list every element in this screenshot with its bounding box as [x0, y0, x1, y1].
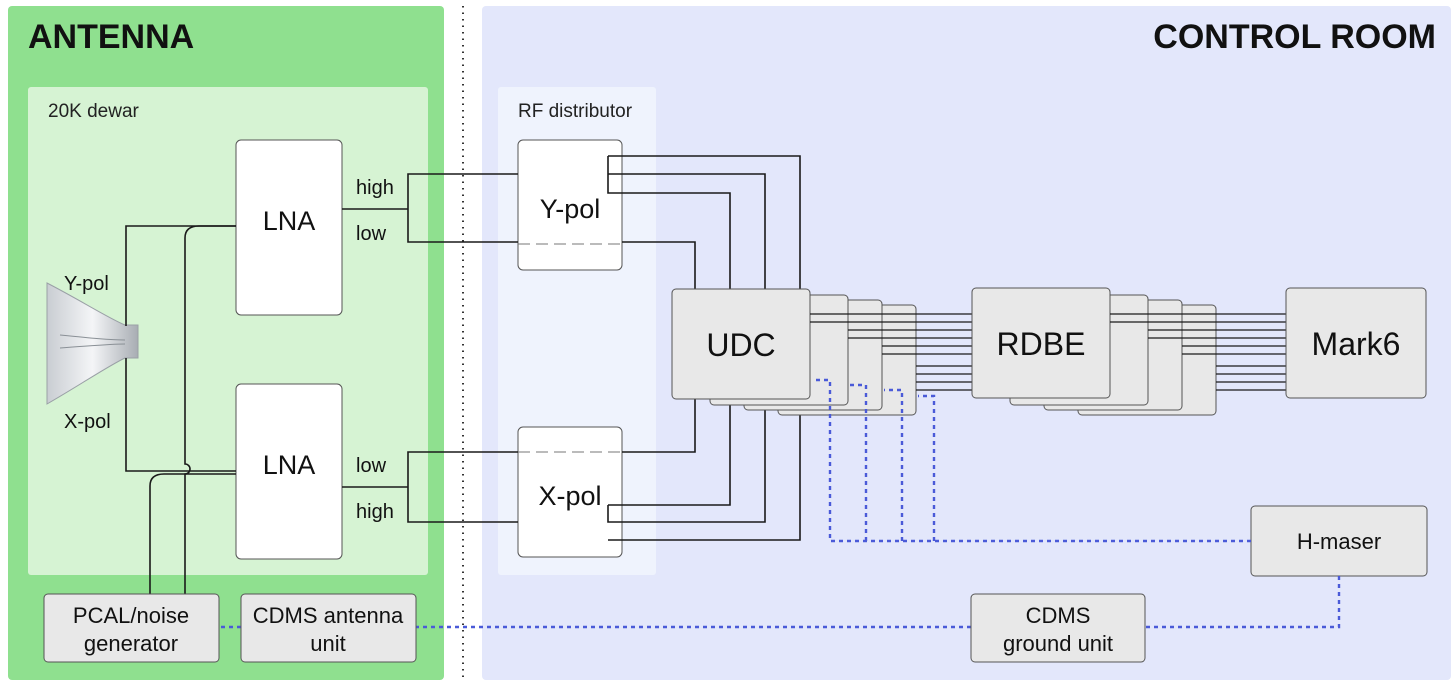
xpol-out-wire-3	[607, 398, 766, 523]
cdms-antenna-box	[240, 593, 417, 663]
lna-bottom-high-label: high	[356, 501, 394, 523]
udc-to-rdbe-bus	[810, 313, 972, 391]
mark6-box	[1285, 287, 1427, 399]
rf-xpol-label: X-pol	[538, 481, 601, 511]
antenna-title: ANTENNA	[28, 18, 194, 56]
pcal-to-lna-bottom-wire	[149, 473, 236, 594]
lna-top-label: LNA	[263, 206, 316, 236]
lna-bottom-low-label: low	[356, 455, 387, 477]
horn-to-lna-bottom-wire	[125, 358, 236, 472]
lna-top-output-wire	[342, 173, 518, 243]
rf-distributor-label: RF distributor	[518, 101, 633, 122]
clock-distribution-lines	[219, 378, 1341, 629]
dewar-label: 20K dewar	[48, 101, 140, 122]
ypol-out-wire-3	[608, 173, 766, 290]
pcal-to-lna-top-wire	[184, 225, 236, 594]
pcal-label-line1: PCAL/noise	[73, 603, 189, 628]
rdbe-box	[971, 287, 1111, 399]
rf-xpol-box	[517, 426, 623, 558]
rdbe-label: RDBE	[997, 326, 1086, 362]
cdms-ground-label-line1: CDMS	[1026, 603, 1091, 628]
pcal-box	[43, 593, 220, 663]
udc-box	[671, 288, 811, 400]
rdbe-stack	[971, 287, 1217, 416]
lna-bottom-label: LNA	[263, 450, 316, 480]
rf-ypol-box	[517, 139, 623, 271]
control-room-title: CONTROL ROOM	[1153, 18, 1436, 56]
horn-xpol-label: X-pol	[64, 411, 111, 433]
pcal-label-line2: generator	[84, 631, 178, 656]
rdbe-to-mark6-bus	[1110, 313, 1286, 391]
lna-top-box	[235, 139, 343, 316]
ypol-out-wire-2	[608, 155, 801, 290]
xpol-out-wire-2	[608, 398, 731, 506]
udc-label: UDC	[706, 327, 775, 363]
horn-ypol-label: Y-pol	[64, 273, 109, 295]
rf-ypol-label: Y-pol	[540, 194, 601, 224]
lna-top-high-label: high	[356, 177, 394, 199]
ypol-low-to-udc	[622, 241, 696, 290]
udc-stack	[671, 288, 917, 416]
cdms-antenna-label-line2: unit	[310, 631, 345, 656]
hmaser-label: H-maser	[1297, 529, 1381, 554]
xpol-low-to-udc	[622, 398, 696, 453]
lna-bottom-output-wire	[342, 451, 518, 523]
lna-top-low-label: low	[356, 223, 387, 245]
cdms-ground-label-line2: ground unit	[1003, 631, 1113, 656]
mark6-label: Mark6	[1312, 326, 1401, 362]
cdms-antenna-label-line1: CDMS antenna	[253, 603, 404, 628]
xpol-out-wire-1	[608, 398, 801, 541]
feed-horn-icon	[46, 282, 139, 405]
cdms-ground-box	[970, 593, 1146, 663]
